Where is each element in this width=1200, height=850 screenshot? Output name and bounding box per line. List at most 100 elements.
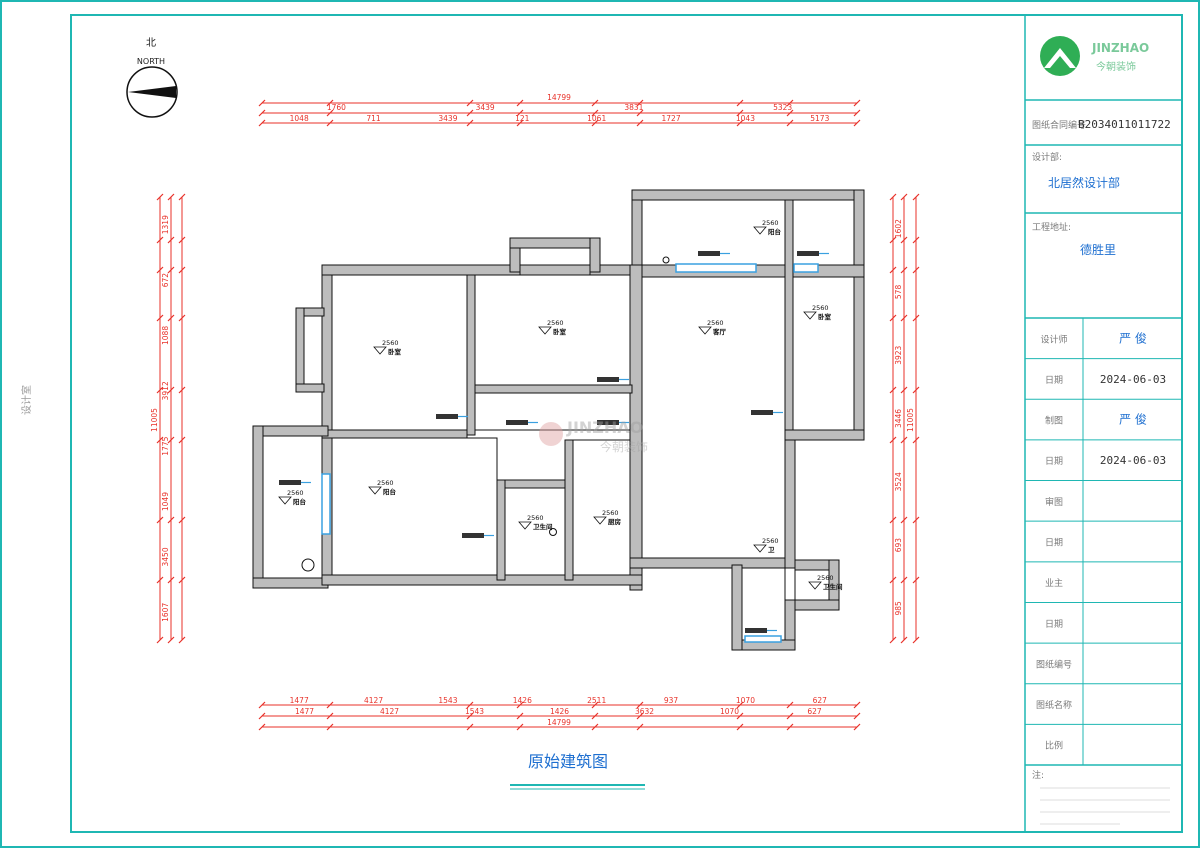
floor-plan xyxy=(252,189,865,651)
dimension-text: 578 xyxy=(894,285,903,300)
titleblock-row-label: 图纸编号 xyxy=(1036,658,1072,670)
titleblock-row-label: 设计师 xyxy=(1040,333,1067,345)
room-label: 卫生间 xyxy=(533,522,553,531)
room-label: 卧室 xyxy=(818,312,832,321)
dimension-text: 1319 xyxy=(161,215,170,234)
dimension-text: 1760 xyxy=(327,103,346,112)
window-callout xyxy=(797,251,829,256)
dimension-text: 4127 xyxy=(364,696,383,705)
elevation-text: 2560 xyxy=(377,479,394,487)
dimension-text: 3524 xyxy=(894,472,903,491)
dimension-text: 3439 xyxy=(438,114,457,123)
drawing-title: 原始建筑图 xyxy=(528,752,608,771)
side-label: 设计室 xyxy=(20,385,33,415)
north-cn-label: 北 xyxy=(146,37,156,49)
titleblock-row-value: 严 俊 xyxy=(1119,412,1147,427)
dimension-text: 3912 xyxy=(161,381,170,400)
elevation-text: 2560 xyxy=(762,219,779,227)
room-label: 客厅 xyxy=(712,327,727,336)
dimension-text: 1543 xyxy=(465,707,484,716)
elevation-text: 2560 xyxy=(812,304,829,312)
dimension-text: 1048 xyxy=(290,114,309,123)
dimension-text: 4127 xyxy=(380,707,399,716)
dimension-text: 1070 xyxy=(736,696,755,705)
titleblock-row-label: 比例 xyxy=(1045,740,1063,752)
elevation-text: 2560 xyxy=(287,489,304,497)
dimension-text: 627 xyxy=(813,696,828,705)
dimension-text: 937 xyxy=(664,696,679,705)
titleblock-row-label: 日期 xyxy=(1045,456,1063,467)
address-label: 工程地址: xyxy=(1032,221,1071,233)
room-label: 卫生间 xyxy=(823,582,843,591)
elevation-text: 2560 xyxy=(602,509,619,517)
room-label: 卧室 xyxy=(553,327,567,336)
room-label: 卫 xyxy=(768,546,775,554)
elevation-text: 2560 xyxy=(762,537,779,545)
design-dept-value: 北居然设计部 xyxy=(1048,175,1120,190)
dimension-text: 985 xyxy=(894,601,903,616)
dimension-text: 1607 xyxy=(161,603,170,622)
callouts xyxy=(279,251,829,633)
window-callout xyxy=(462,533,494,538)
dimension-text: 1426 xyxy=(550,707,569,716)
room-markers: 2560卧室2560卧室2560客厅2560卧室2560阳台2560卫生间256… xyxy=(278,219,843,591)
titleblock-row-label: 图纸名称 xyxy=(1036,699,1072,711)
dimension-text: 1426 xyxy=(513,696,532,705)
dimension-text: 3923 xyxy=(894,345,903,364)
dimension-text: 711 xyxy=(366,114,381,123)
north-arrow-icon xyxy=(128,86,176,98)
logo-text: JINZHAO xyxy=(1091,41,1149,55)
dimension-text: 3831 xyxy=(624,103,643,112)
logo-sub: 今朝装饰 xyxy=(1096,60,1136,73)
dimension-text: 1061 xyxy=(587,114,606,123)
dimension-text: 1727 xyxy=(662,114,681,123)
north-arrow: 北 NORTH xyxy=(126,37,178,118)
elevation-text: 2560 xyxy=(382,339,399,347)
dimension-text: 5173 xyxy=(810,114,829,123)
dimension-text: 1477 xyxy=(295,707,314,716)
address-value: 德胜里 xyxy=(1080,242,1116,257)
room-label: 阳台 xyxy=(768,227,782,236)
dimension-total-top: 14799 xyxy=(547,93,571,102)
dimension-text: 3632 xyxy=(635,707,654,716)
titleblock-row-value: 2024-06-03 xyxy=(1100,454,1166,467)
title-block: JINZHAO 今朝装饰 图纸合同编号 B2034011011722 设计部: … xyxy=(1025,36,1182,825)
room-label: 阳台 xyxy=(383,487,397,496)
room-label: 厨房 xyxy=(608,517,622,526)
dimension-text: 693 xyxy=(894,538,903,553)
dimension-text: 1043 xyxy=(736,114,755,123)
dimension-text: 1775 xyxy=(161,436,170,455)
project-no-label: 图纸合同编号 xyxy=(1032,119,1086,131)
dimension-text: 1477 xyxy=(290,696,309,705)
window-callout xyxy=(506,420,538,425)
dimension-text: 3450 xyxy=(161,547,170,566)
room-label: 阳台 xyxy=(293,497,307,506)
dimension-total-bottom: 14799 xyxy=(547,718,571,727)
elevation-text: 2560 xyxy=(527,514,544,522)
elevation-text: 2560 xyxy=(707,319,724,327)
titleblock-row-label: 日期 xyxy=(1045,619,1063,630)
notes-label: 注: xyxy=(1032,769,1044,781)
window-callout xyxy=(751,410,783,415)
watermark: JINZHAO 今朝装饰 xyxy=(539,418,648,454)
dimension-text: 1070 xyxy=(720,707,739,716)
dimension-text: 1602 xyxy=(894,219,903,238)
titleblock-row-label: 审图 xyxy=(1045,496,1063,508)
dimension-text: 1543 xyxy=(438,696,457,705)
window-callout xyxy=(745,628,777,633)
titleblock-row-value: 2024-06-03 xyxy=(1100,373,1166,386)
titleblock-row-label: 日期 xyxy=(1045,538,1063,549)
watermark-sub: 今朝装饰 xyxy=(600,439,648,454)
dimension-text: 5323 xyxy=(773,103,792,112)
